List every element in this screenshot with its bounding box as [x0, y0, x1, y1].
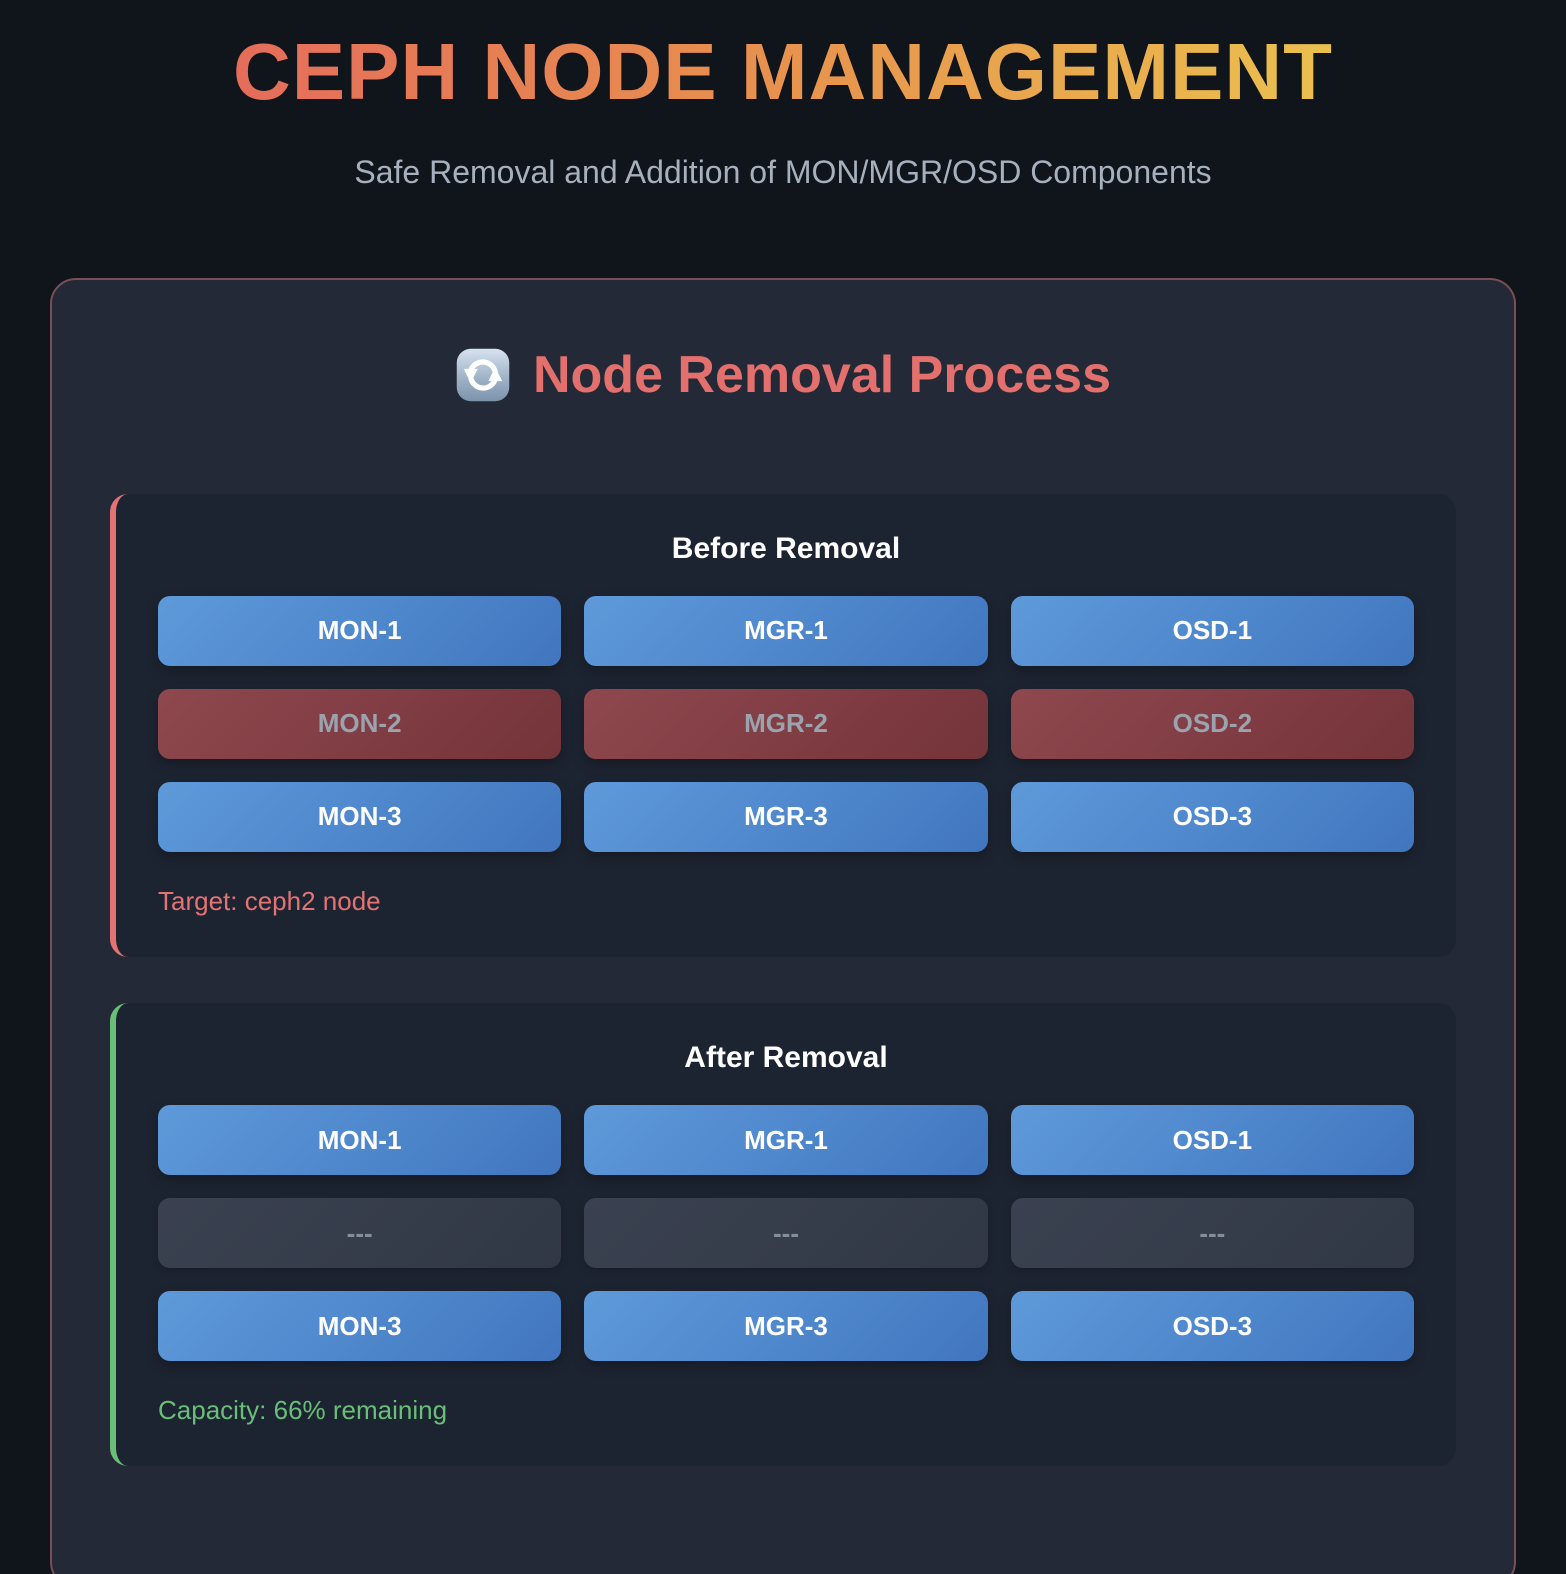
before-node-mgr-3: MGR-3: [584, 781, 988, 852]
before-node-mon-3: MON-3: [158, 781, 562, 852]
section-header: Node Removal Process: [110, 344, 1456, 406]
after-node-osd-1: OSD-1: [1010, 1105, 1414, 1176]
before-node-mgr-1: MGR-1: [584, 595, 988, 666]
before-node-osd-3: OSD-3: [1010, 781, 1414, 852]
page-title: CEPH NODE MANAGEMENT: [0, 26, 1566, 118]
after-node-mon-1: MON-1: [158, 1105, 562, 1176]
after-node-mon-3: MON-3: [158, 1291, 562, 1362]
refresh-icon: [455, 347, 511, 403]
after-node-mgr-1: MGR-1: [584, 1105, 988, 1176]
section-title: Node Removal Process: [532, 345, 1112, 404]
before-target-note: Target: ceph2 node: [158, 885, 381, 916]
before-node-mon-1: MON-1: [158, 595, 562, 666]
before-node-osd-1: OSD-1: [1010, 595, 1414, 666]
before-node-osd-2: OSD-2: [1010, 688, 1414, 759]
before-panel-title: Before Removal: [671, 531, 901, 565]
before-node-mgr-2: MGR-2: [584, 688, 988, 759]
after-node-empty: ---: [158, 1198, 562, 1269]
after-node-mgr-3: MGR-3: [584, 1291, 988, 1362]
after-node-empty: ---: [584, 1198, 988, 1269]
after-node-osd-3: OSD-3: [1010, 1291, 1414, 1362]
after-node-empty: ---: [1010, 1198, 1414, 1269]
node-removal-card: Node Removal Process Before Removal MON-…: [50, 277, 1516, 1574]
page-subtitle: Safe Removal and Addition of MON/MGR/OSD…: [354, 154, 1212, 190]
before-node-mon-2: MON-2: [158, 688, 562, 759]
after-capacity-note: Capacity: 66% remaining: [158, 1395, 448, 1426]
after-panel-title: After Removal: [684, 1041, 888, 1075]
after-node-grid: MON-1 MGR-1 OSD-1 --- --- --- MON-3 MGR-3 OSD-3: [158, 1105, 1414, 1362]
page-header: CEPH NODE MANAGEMENT Safe Removal and Ad…: [0, 26, 1566, 194]
